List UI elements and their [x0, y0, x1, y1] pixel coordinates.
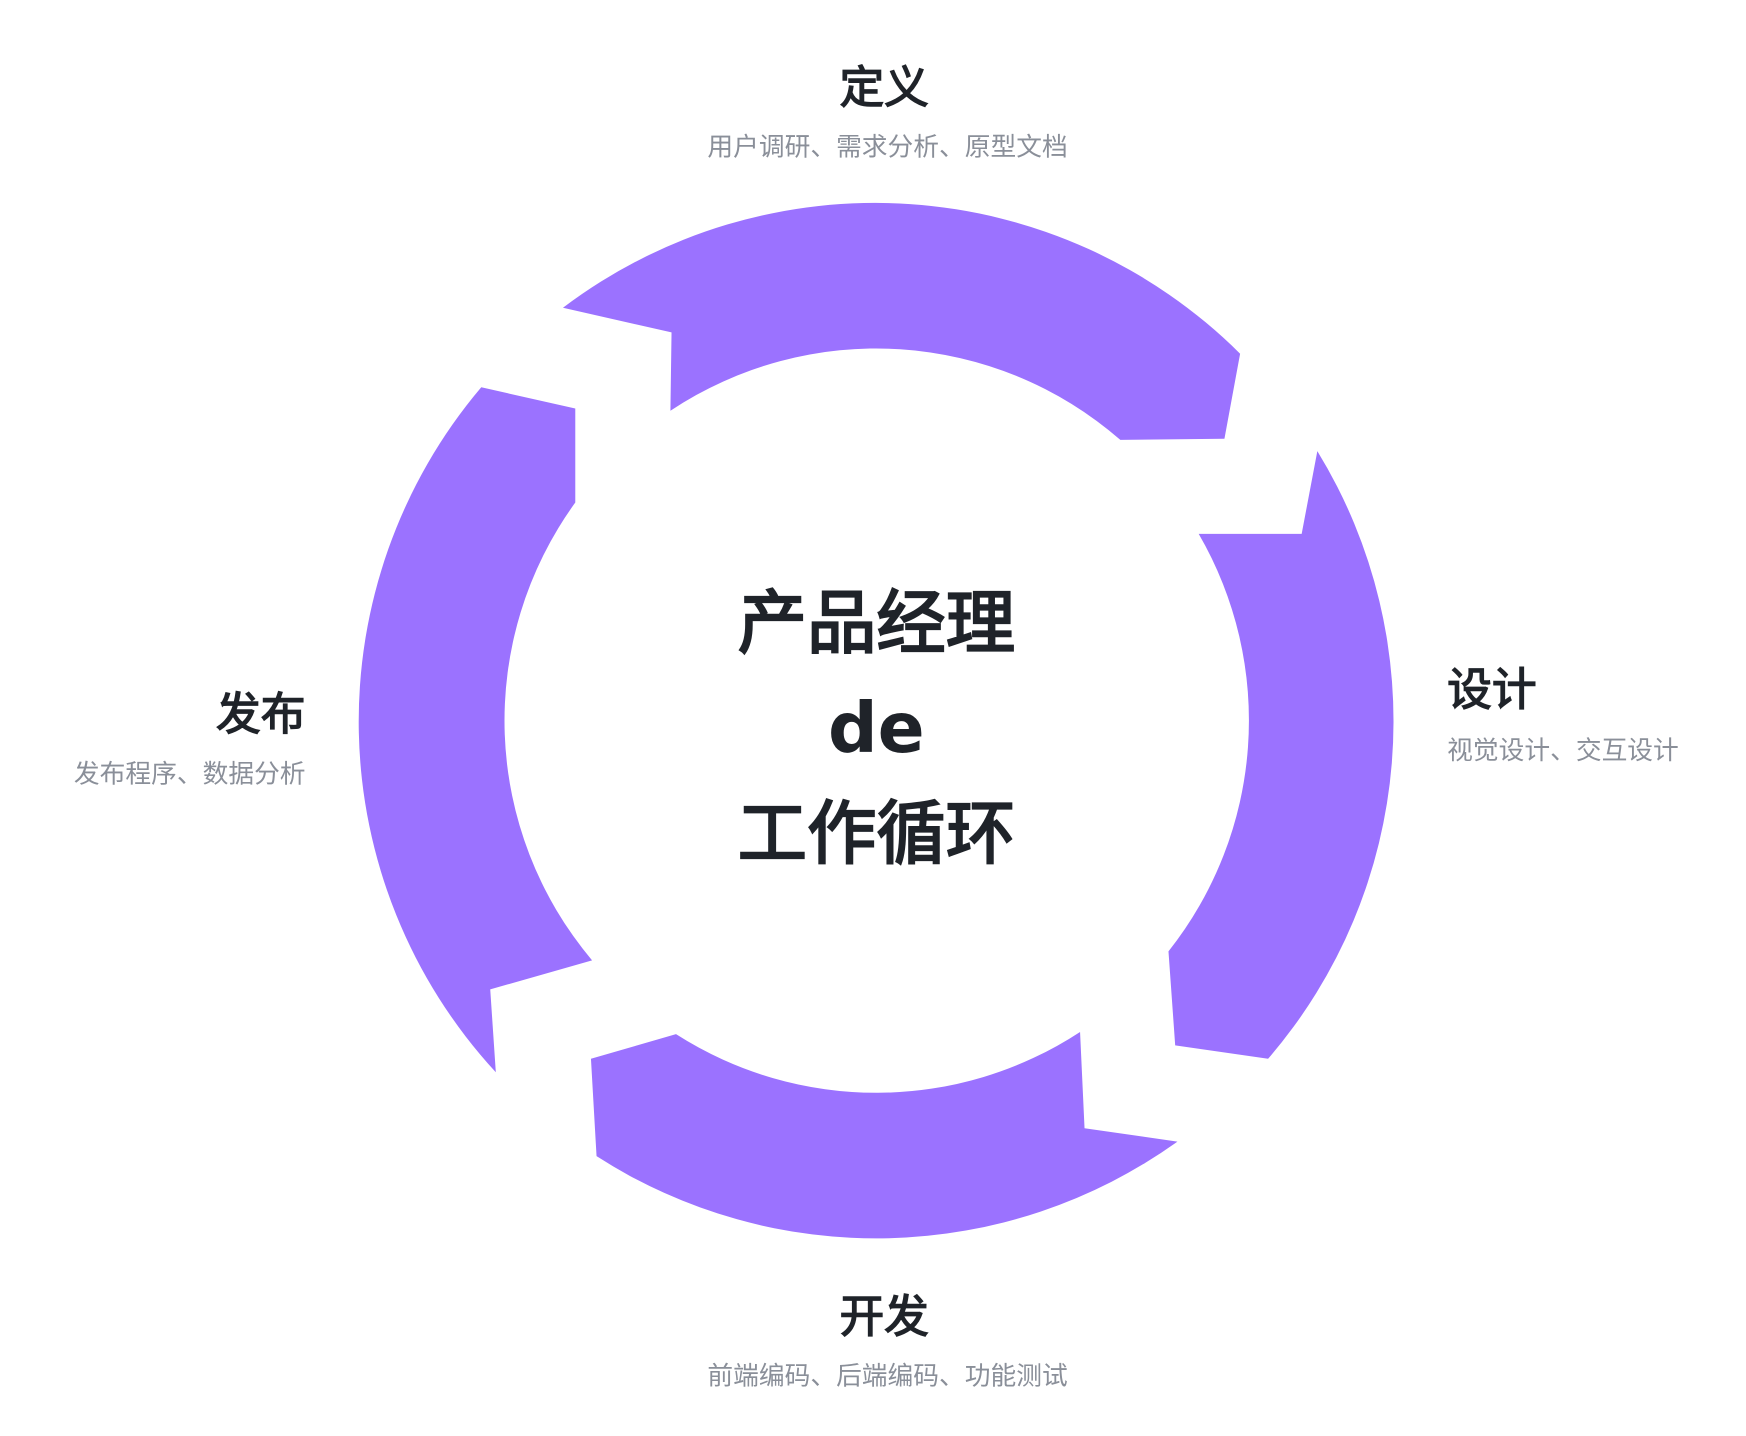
- ring-segment-define: [562, 202, 1241, 440]
- center-title-line2: de: [828, 689, 925, 769]
- center-title-line1: 产品经理: [738, 584, 1016, 664]
- stage-design-subtitle: 视觉设计、交互设计: [1447, 736, 1679, 766]
- ring-segment-develop: [590, 1031, 1178, 1239]
- stage-develop-title: 开发: [839, 1290, 929, 1343]
- ring-segment-release: [358, 387, 593, 1073]
- cycle-ring: [358, 202, 1394, 1239]
- ring-segment-design: [1168, 451, 1394, 1059]
- stage-release-subtitle: 发布程序、数据分析: [74, 759, 306, 789]
- center-title-line3: 工作循环: [738, 794, 1016, 874]
- stage-define-title: 定义: [839, 61, 929, 114]
- stage-release-title: 发布: [216, 688, 305, 741]
- stage-develop-subtitle: 前端编码、后端编码、功能测试: [707, 1362, 1067, 1392]
- stage-define-subtitle: 用户调研、需求分析、原型文档: [707, 133, 1067, 163]
- stage-design-title: 设计: [1447, 663, 1537, 716]
